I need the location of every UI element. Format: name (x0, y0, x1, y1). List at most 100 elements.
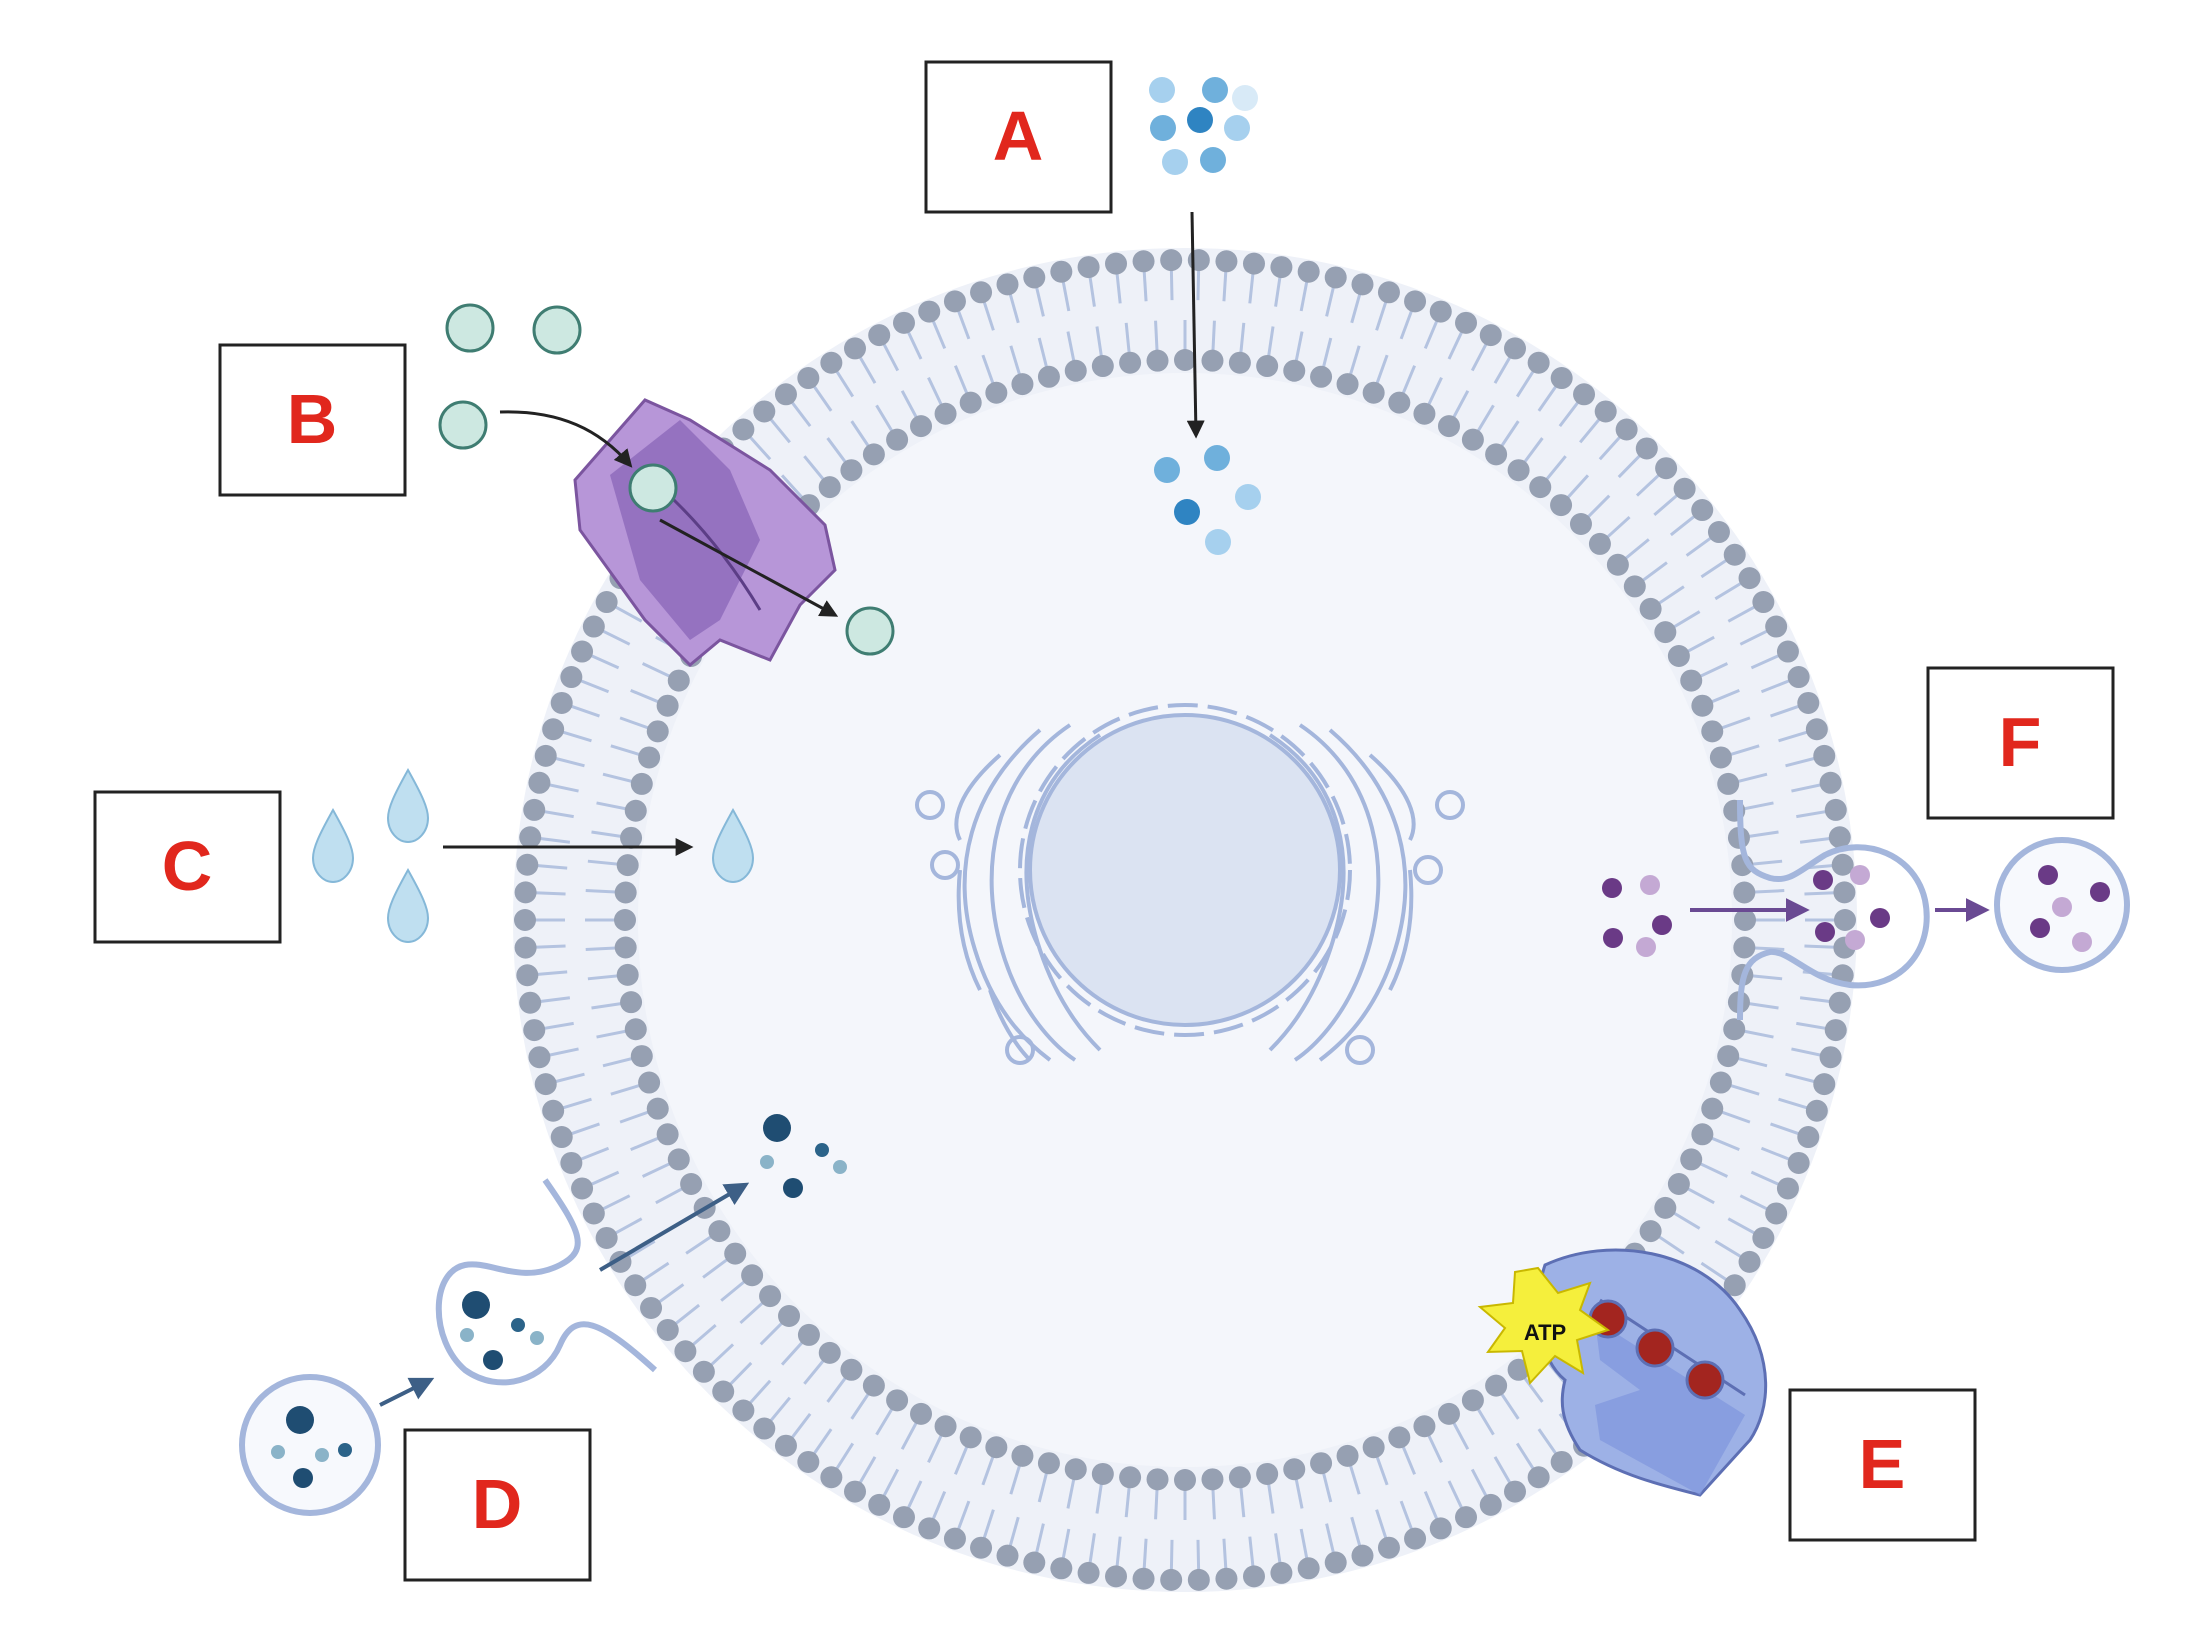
phospholipid-head (1569, 513, 1592, 536)
phospholipid-head (640, 1296, 663, 1319)
phospholipid-head (646, 720, 669, 743)
phospholipid-head (560, 666, 583, 689)
phospholipid-head (1256, 1462, 1279, 1485)
phospholipid-head (886, 428, 909, 451)
phospholipid-head (732, 1399, 755, 1422)
phospholipid-head (708, 1220, 731, 1243)
phospholipid-head (818, 476, 841, 499)
phospholipid-head (1160, 249, 1183, 272)
phospholipid-head (674, 1340, 697, 1363)
phospholipid-head (1527, 351, 1550, 374)
phospholipid-head (656, 1123, 679, 1146)
phospholipid-head (1377, 281, 1400, 304)
phospholipid-head (959, 1426, 982, 1449)
phospholipid-head (1504, 1480, 1526, 1503)
phospholipid-head (1588, 532, 1611, 555)
phospholipid-head (582, 615, 605, 638)
phospholipid-head (1738, 1250, 1761, 1273)
phospholipid-head (1550, 494, 1573, 517)
phospholipid-head (1707, 521, 1730, 544)
phospholipid-head (614, 936, 637, 959)
phospholipid-head (523, 798, 546, 821)
phospholipid-head (741, 1264, 764, 1287)
phospholipid-head (1824, 1019, 1847, 1042)
phospholipid-head (1283, 359, 1306, 382)
phospholipid-head (753, 400, 776, 423)
phospholipid-head (820, 1466, 843, 1489)
phospholipid-head (1797, 1126, 1820, 1149)
phospholipid-head (1187, 249, 1210, 272)
phospholipid-head (1455, 1506, 1478, 1529)
phospholipid-head (1738, 567, 1761, 590)
phospholipid-head (1691, 1123, 1714, 1146)
phospholipid-head (918, 1517, 941, 1540)
phospholipid-head (1146, 1468, 1169, 1491)
phospholipid-head (1819, 1046, 1842, 1069)
phospholipid-head (910, 1402, 933, 1425)
phospholipid-head (1655, 457, 1678, 480)
phospholipid-head (1824, 798, 1847, 821)
phospholipid-head (550, 1126, 573, 1149)
phospholipid-head (1654, 621, 1677, 644)
phospholipid-head (868, 1493, 891, 1516)
phospholipid-head (985, 381, 1008, 404)
fusing-membrane (1737, 799, 1930, 1021)
phospholipid-head (910, 415, 933, 438)
phospholipid-head (985, 1436, 1008, 1459)
transported-ion (1685, 1360, 1725, 1400)
phospholipid-head (1723, 1274, 1746, 1297)
phospholipid-head (1388, 391, 1411, 414)
label-c: C (93, 790, 282, 944)
phospholipid-head (759, 1285, 782, 1308)
phospholipid-head (542, 1099, 565, 1122)
phospholipid-head (1091, 1462, 1114, 1485)
blue-particles-outside (1149, 77, 1258, 175)
phospholipid-head (1776, 640, 1799, 663)
label-c-text: C (162, 827, 213, 905)
phospholipid-head (732, 418, 755, 441)
phospholipid-head (1734, 909, 1756, 931)
phospholipid-head (1485, 443, 1508, 466)
phospholipid-head (630, 772, 653, 795)
phospholipid-head (624, 799, 647, 822)
phospholipid-head (571, 1177, 594, 1200)
phospholipid-head (1813, 744, 1836, 767)
invaginating-membrane (435, 1178, 658, 1386)
phospholipid-head (959, 391, 982, 414)
phospholipid-head (646, 1097, 669, 1120)
phospholipid-head (1819, 771, 1842, 794)
phospholipid-head (1242, 252, 1265, 275)
phospholipid-head (1529, 476, 1552, 499)
phospholipid-head (1037, 365, 1060, 388)
phospholipid-head (1011, 1444, 1034, 1467)
phospholipid-head (550, 691, 573, 714)
phospholipid-head (1787, 666, 1810, 689)
label-a: A (924, 60, 1113, 214)
phospholipid-head (1813, 1073, 1836, 1096)
phospholipid-head (1805, 718, 1828, 741)
phospholipid-head (1667, 1172, 1690, 1195)
phospholipid-head (1336, 373, 1359, 396)
phospholipid-head (616, 854, 639, 877)
phospholipid-head (1797, 691, 1820, 714)
active-transport-group: ATP (1477, 1248, 1768, 1497)
phospholipid-head (528, 771, 551, 794)
phospholipid-head (1187, 1568, 1210, 1591)
phospholipid-head (1752, 1226, 1775, 1249)
phospholipid-head (1310, 1452, 1333, 1475)
nucleus (1028, 713, 1342, 1027)
phospholipid-head (1701, 720, 1724, 743)
phospholipid-head (970, 281, 993, 304)
phospholipid-head (1011, 373, 1034, 396)
label-d-text: D (472, 1465, 523, 1543)
phospholipid-head (1733, 936, 1756, 959)
phospholipid-head (1174, 349, 1196, 371)
phospholipid-head (514, 909, 536, 931)
phospholipid-head (1413, 1415, 1436, 1438)
phospholipid-head (614, 881, 637, 904)
phospholipid-head (1709, 746, 1732, 769)
phospholipid-head (1064, 359, 1087, 382)
atp-label: ATP (1524, 1320, 1566, 1345)
simple-diffusion-group (1149, 77, 1261, 555)
